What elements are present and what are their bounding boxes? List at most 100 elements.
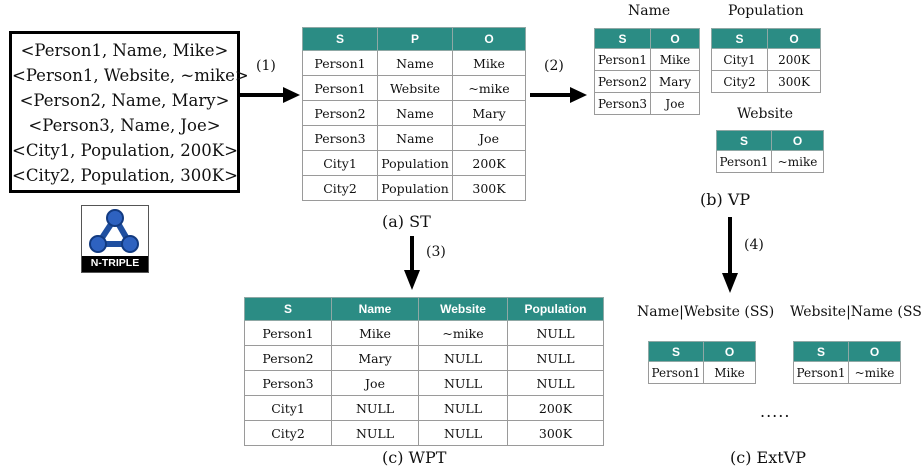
vp-caption: (b) VP: [700, 190, 751, 209]
st-cell: Population: [377, 150, 453, 176]
wpt-cell: Person2: [244, 345, 332, 371]
ntriple-logo: N-TRIPLE: [81, 205, 149, 273]
st-cell: 200K: [452, 150, 526, 176]
wpt-header: Name: [331, 297, 419, 321]
vp-header: O: [767, 28, 821, 49]
step-2-label: (2): [544, 58, 564, 74]
arrow-4-head: [722, 273, 738, 293]
wpt-cell: Joe: [331, 370, 419, 396]
vp-cell: Person1: [716, 150, 772, 173]
vp-website-title: Website: [737, 106, 794, 122]
wpt-cell: NULL: [418, 370, 508, 396]
vp-cell: 300K: [767, 70, 821, 93]
extvp-header: O: [703, 341, 756, 362]
step-4-label: (4): [744, 237, 764, 253]
table-row: Person1~mike: [793, 361, 901, 384]
triple-line: <Person3, Name, Joe>: [28, 116, 221, 135]
arrow-1-head: [283, 87, 300, 103]
extvp-ellipsis: .....: [760, 402, 791, 421]
wpt-cell: NULL: [418, 345, 508, 371]
triple-line: <City2, Population, 300K>: [12, 166, 238, 185]
st-caption: (a) ST: [382, 212, 431, 231]
wpt-cell: ~mike: [418, 320, 508, 346]
vp-cell: City1: [711, 48, 768, 71]
logo-text: N-TRIPLE: [90, 257, 140, 269]
st-cell: Joe: [452, 125, 526, 151]
wpt-cell: Mike: [331, 320, 419, 346]
arrow-2-head: [570, 87, 587, 103]
st-header: O: [452, 27, 526, 51]
vp-header: O: [650, 28, 700, 49]
vp-cell: Joe: [650, 92, 700, 115]
wpt-cell: City1: [244, 395, 332, 421]
table-row: Person1~mike: [716, 150, 824, 173]
st-header: S: [302, 27, 378, 51]
ntriples-box: <Person1, Name, Mike> <Person1, Website,…: [9, 31, 249, 193]
wpt-header: S: [244, 297, 332, 321]
wpt-cell: NULL: [507, 370, 604, 396]
st-cell: City2: [302, 175, 378, 201]
wpt-caption: (c) WPT: [382, 448, 447, 467]
st-cell: Website: [377, 75, 453, 101]
st-cell: Name: [377, 50, 453, 76]
wpt-cell: NULL: [507, 345, 604, 371]
wpt-cell: 200K: [507, 395, 604, 421]
vp-header: S: [716, 130, 772, 151]
triple-line: <Person2, Name, Mary>: [19, 91, 230, 110]
vp-cell: ~mike: [771, 150, 824, 173]
vp-header: S: [594, 28, 651, 49]
st-cell: Mary: [452, 100, 526, 126]
wpt-cell: 300K: [507, 420, 604, 446]
vp-header: O: [771, 130, 824, 151]
vp-cell: City2: [711, 70, 768, 93]
arrow-3-head: [404, 270, 420, 290]
st-cell: Person1: [302, 75, 378, 101]
extvp-header: S: [793, 341, 849, 362]
wpt-header: Website: [418, 297, 508, 321]
vp-name-title: Name: [628, 3, 671, 19]
st-cell: Person3: [302, 125, 378, 151]
wpt-cell: City2: [244, 420, 332, 446]
vp-header: S: [711, 28, 768, 49]
st-cell: City1: [302, 150, 378, 176]
extvp-caption: (c) ExtVP: [730, 448, 806, 467]
extvp-header: S: [648, 341, 704, 362]
st-cell: Person1: [302, 50, 378, 76]
st-cell: ~mike: [452, 75, 526, 101]
st-cell: Population: [377, 175, 453, 201]
wpt-cell: NULL: [418, 420, 508, 446]
extvp-ss2-title: Website|Name (SS): [790, 304, 922, 320]
step-1-label: (1): [256, 58, 276, 74]
extvp-cell: Mike: [703, 361, 756, 384]
vp-cell: 200K: [767, 48, 821, 71]
wpt-cell: NULL: [507, 320, 604, 346]
extvp-header: O: [848, 341, 901, 362]
st-cell: Name: [377, 125, 453, 151]
st-cell: Person2: [302, 100, 378, 126]
wpt-cell: Person3: [244, 370, 332, 396]
st-cell: Mike: [452, 50, 526, 76]
triple-line: <Person1, Website, ~mike>: [12, 66, 249, 85]
extvp-ss1-title: Name|Website (SS): [637, 304, 775, 320]
vp-cell: Mary: [650, 70, 700, 93]
vp-population-title: Population: [728, 3, 804, 19]
